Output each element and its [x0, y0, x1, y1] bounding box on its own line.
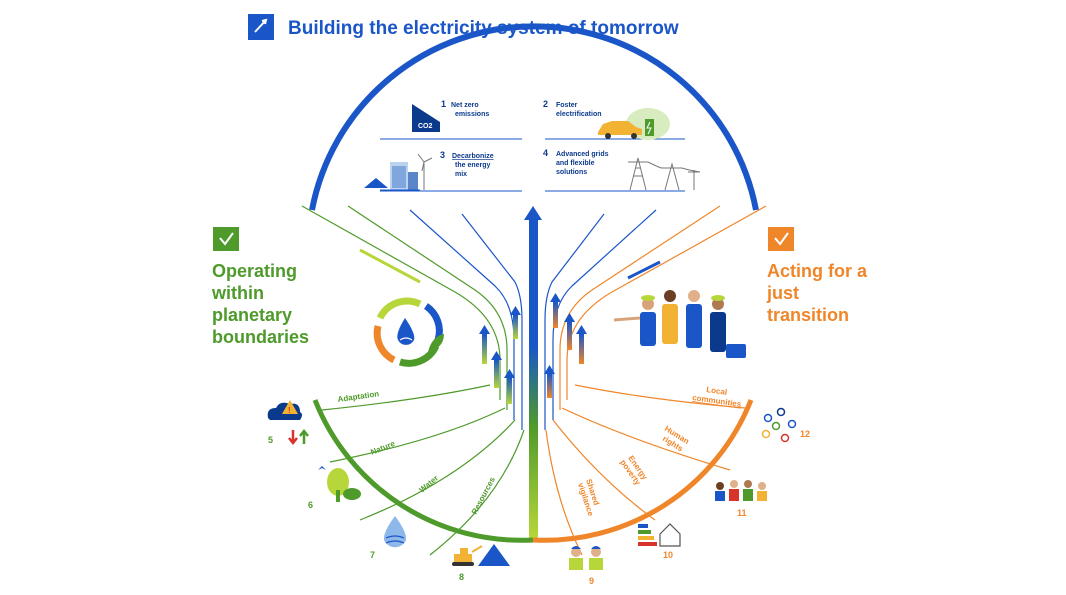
page-title: Building the electricity system of tomor…	[288, 18, 679, 39]
top-item-3-num: 3	[440, 150, 445, 160]
right-label-human-rights: Human rights 11	[661, 424, 767, 518]
left-label-8-num: 8	[459, 572, 464, 582]
water-leaf-cycle-icon	[373, 297, 444, 367]
right-label-12-line1: Local	[706, 385, 728, 397]
right-label-10-num: 10	[663, 550, 673, 560]
excavator-icon	[452, 544, 510, 566]
left-fan-lines	[301, 205, 525, 556]
top-item-4-line1: Advanced grids	[556, 151, 609, 158]
center-arrow-head	[524, 206, 542, 220]
top-item-1-line1: Net zero	[451, 102, 479, 109]
top-item-4-line3: solutions	[556, 169, 587, 176]
left-label-7-num: 7	[370, 550, 375, 560]
power-lines-icon	[628, 157, 701, 191]
top-item-1: CO2 1 Net zero emissions	[412, 99, 489, 132]
right-check-icon	[768, 227, 794, 251]
top-blue-arc	[309, 23, 759, 211]
left-label-8-text: Resources	[470, 475, 497, 516]
people-icon	[715, 480, 767, 501]
right-pillar-line2: just	[766, 283, 799, 303]
top-item-1-line2: emissions	[455, 111, 489, 118]
workers-group-icon	[613, 290, 746, 358]
right-pillar: Acting for a just transition	[613, 227, 868, 358]
power-plant-icon	[364, 153, 433, 191]
top-item-2-line1: Foster	[556, 102, 578, 109]
center-arrow-shaft	[529, 218, 538, 538]
house-energy-icon	[638, 523, 681, 547]
left-pillar-line4: boundaries	[212, 327, 309, 347]
left-check-icon	[213, 227, 239, 251]
right-pillar-line3: transition	[767, 305, 849, 325]
left-label-5-num: 5	[268, 435, 273, 445]
left-label-6-text: Nature	[369, 439, 396, 457]
storm-warning-icon: !	[267, 400, 309, 446]
right-label-local-communities: Local communities 12	[692, 385, 810, 443]
top-item-4-num: 4	[543, 148, 548, 158]
top-item-3-line1: Decarbonize	[452, 153, 494, 160]
top-item-3-line2: the energy	[455, 162, 491, 169]
right-pillar-line1: Acting for a	[767, 261, 868, 281]
right-label-energy-poverty: Energy poverty 10	[618, 454, 681, 560]
right-fan-lines	[544, 205, 767, 556]
left-small-arrows	[479, 306, 521, 404]
co2-badge: CO2	[418, 123, 433, 130]
map-pins-icon	[761, 407, 797, 443]
water-drop-icon	[383, 516, 407, 548]
left-pillar-line1: Operating	[212, 261, 297, 281]
right-label-11-num: 11	[737, 508, 747, 518]
co2-icon	[412, 104, 440, 132]
left-label-5-text: Adaptation	[337, 389, 380, 404]
left-label-nature: Nature 6	[308, 439, 397, 510]
header-logo-icon	[248, 14, 274, 40]
left-label-water: Water 7	[370, 474, 440, 560]
electric-car-icon	[598, 108, 670, 140]
bottom-right-orange-arc	[532, 399, 754, 543]
top-item-3: 3 Decarbonize the energy mix	[364, 150, 494, 191]
top-item-3-line3: mix	[455, 171, 467, 178]
top-item-4: 4 Advanced grids and flexible solutions	[543, 148, 701, 191]
top-item-4-line2: and flexible	[556, 160, 595, 167]
left-pillar-line2: within	[211, 283, 264, 303]
right-label-9-num: 9	[589, 576, 594, 586]
svg-text:!: !	[288, 406, 291, 415]
right-small-arrows	[544, 293, 587, 398]
right-label-12-num: 12	[800, 429, 810, 439]
left-label-adaptation: Adaptation ! 5	[267, 389, 380, 446]
top-item-1-num: 1	[441, 99, 446, 109]
tree-bird-icon	[318, 466, 361, 502]
top-item-2-line2: electrification	[556, 111, 602, 118]
workers-icon	[569, 546, 603, 570]
bottom-left-green-arc	[312, 399, 534, 543]
left-label-7-text: Water	[418, 474, 441, 495]
left-pillar: Operating within planetary boundaries	[211, 227, 444, 367]
top-item-2: 2 Foster electrification	[543, 99, 670, 140]
left-label-6-num: 6	[308, 500, 313, 510]
header-logo-spark	[254, 18, 268, 33]
top-item-2-num: 2	[543, 99, 548, 109]
left-pillar-line3: planetary	[212, 305, 292, 325]
